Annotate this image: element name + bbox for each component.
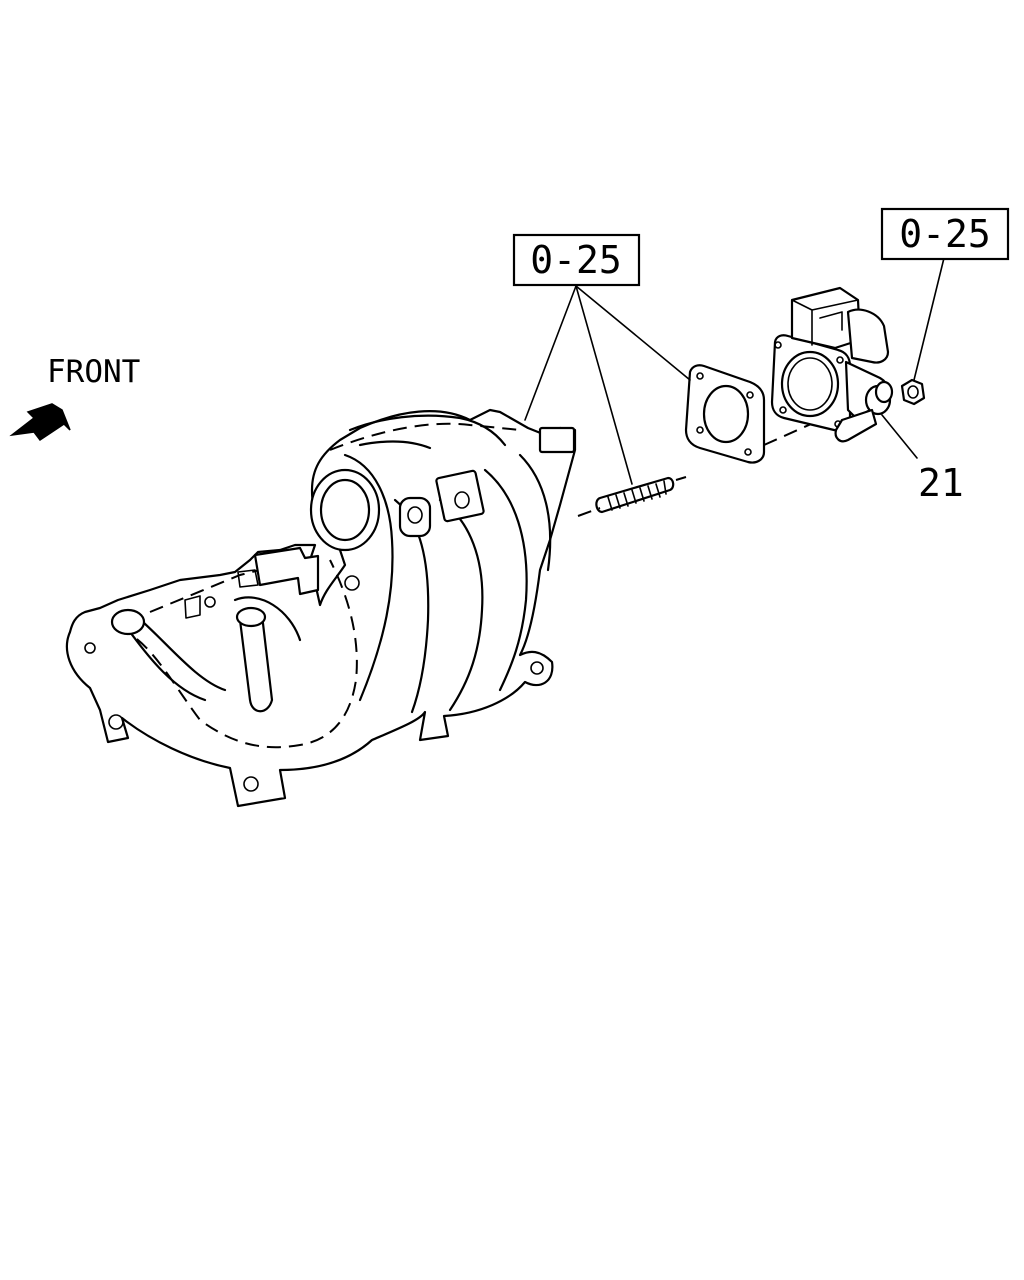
stud-bolt xyxy=(595,476,675,514)
ref-callout-left[interactable]: 0-25 xyxy=(512,233,641,287)
leader-lines xyxy=(524,257,945,485)
ref-callout-right[interactable]: 0-25 xyxy=(880,207,1010,261)
front-indicator: FRONT xyxy=(9,354,140,442)
ref-callout-right-text: 0-25 xyxy=(899,212,991,256)
ref-callout-left-text: 0-25 xyxy=(530,238,622,282)
intake-manifold xyxy=(65,408,577,808)
front-arrow-icon xyxy=(9,403,71,442)
hex-nut xyxy=(900,378,926,406)
gasket xyxy=(684,364,766,464)
part-number-label[interactable]: 21 xyxy=(918,461,964,505)
front-label: FRONT xyxy=(47,354,140,390)
throttle-body xyxy=(770,286,894,443)
